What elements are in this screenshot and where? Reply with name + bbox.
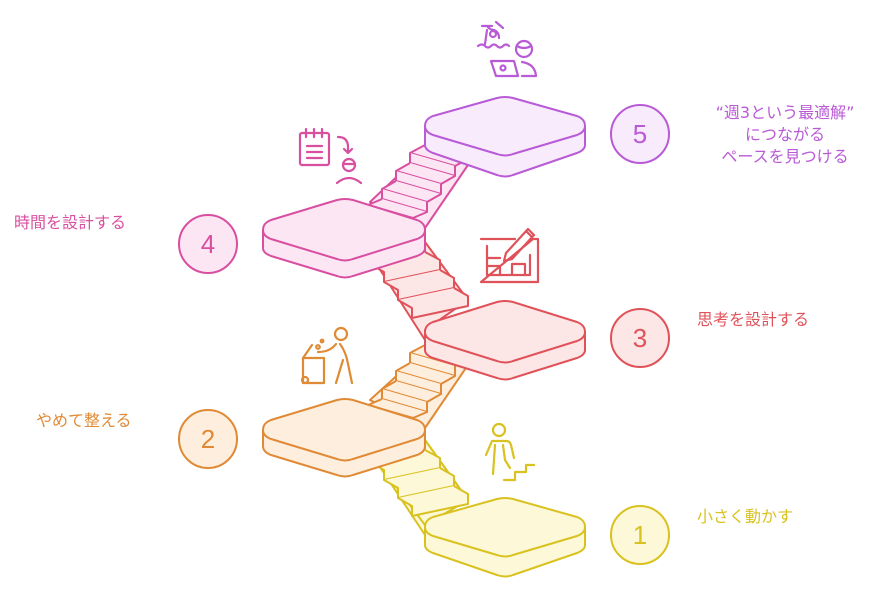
step-label-text: 小さく動かす xyxy=(697,507,794,526)
step-label-4: 時間を設計する xyxy=(14,212,126,234)
notepad-to-person-icon xyxy=(298,127,363,185)
step-badge-3: 3 xyxy=(610,308,670,368)
stair-flight-2 xyxy=(367,344,471,429)
platform-5 xyxy=(424,96,586,178)
step-badge-4: 4 xyxy=(178,214,238,274)
blueprint-pencil-icon xyxy=(479,227,540,284)
platform-2 xyxy=(262,398,426,478)
step-label-text: 時間を設計する xyxy=(14,213,127,232)
step-label-line: につながる xyxy=(744,125,825,144)
step-label-2: やめて整える xyxy=(36,410,132,432)
person-disposing-trash-icon xyxy=(300,326,354,385)
platform-1 xyxy=(424,497,586,578)
step-label-line: ペースを見つける xyxy=(721,147,849,166)
step-label-text: やめて整える xyxy=(36,411,132,430)
step-label-text: 思考を設計する xyxy=(697,310,810,329)
step-badge-5: 5 xyxy=(610,104,670,164)
step-number: 1 xyxy=(632,519,648,550)
step-badge-2: 2 xyxy=(178,409,238,469)
step-label-3: 思考を設計する xyxy=(697,309,809,331)
step-label-5: “週3という最適解” につながる ペースを見つける xyxy=(690,102,880,168)
platform-4 xyxy=(262,198,426,279)
person-climbing-stairs-icon xyxy=(484,422,536,482)
step-number: 2 xyxy=(200,423,216,454)
step-label-1: 小さく動かす xyxy=(697,506,793,528)
platform-3 xyxy=(424,300,586,381)
beach-laptop-person-icon xyxy=(476,20,538,78)
step-number: 5 xyxy=(632,118,648,149)
step-label-line: “週3という最適解” xyxy=(715,103,855,122)
step-badge-1: 1 xyxy=(610,505,670,565)
step-number: 3 xyxy=(632,322,648,353)
step-number: 4 xyxy=(200,228,216,259)
